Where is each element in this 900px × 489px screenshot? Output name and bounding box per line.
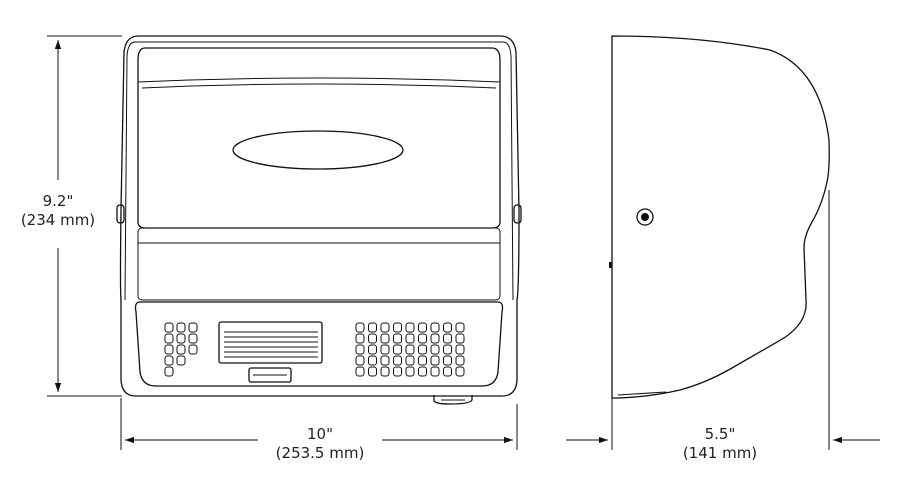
front-view	[116, 35, 522, 405]
width-imperial: 10"	[307, 425, 333, 443]
width-dimension-label: 10" (253.5 mm)	[262, 425, 378, 463]
vent-slot	[455, 322, 465, 333]
vent-slot	[430, 355, 440, 366]
vent-slot	[380, 333, 390, 344]
vent-slot	[430, 333, 440, 344]
side-view	[609, 35, 830, 399]
vent-slot	[443, 344, 452, 355]
vent-slot	[455, 333, 465, 344]
vent-slot	[405, 322, 415, 333]
vent-slot	[368, 344, 377, 355]
vent-slot	[176, 344, 186, 355]
vent-slot	[355, 366, 365, 377]
vent-slot	[455, 344, 465, 355]
vent-slot	[430, 344, 440, 355]
vent-slot	[418, 355, 427, 366]
right-side-latch	[513, 204, 522, 224]
vent-slot	[380, 322, 390, 333]
height-dimension-line	[47, 35, 122, 397]
depth-imperial: 5.5"	[704, 425, 736, 443]
height-metric: (234 mm)	[20, 211, 96, 229]
vent-slot	[418, 322, 427, 333]
vent-slot	[455, 355, 465, 366]
vent-slot	[380, 366, 390, 377]
vent-slot	[188, 344, 198, 355]
front-middle-band	[137, 227, 501, 301]
depth-metric: (141 mm)	[682, 444, 758, 462]
left-vent-grid	[164, 322, 198, 377]
vent-slot	[405, 366, 415, 377]
vent-slot	[164, 333, 174, 344]
vent-slot	[176, 322, 186, 333]
vent-slot	[176, 355, 186, 366]
vent-slot	[164, 322, 174, 333]
mounting-screw	[636, 208, 654, 226]
vent-slot	[393, 322, 402, 333]
screw-center	[641, 213, 649, 221]
vent-slot	[368, 333, 377, 344]
vent-slot	[405, 344, 415, 355]
vent-slot	[164, 355, 174, 366]
vent-slot	[355, 355, 365, 366]
vent-slot	[188, 322, 198, 333]
height-dimension-label: 9.2" (234 mm)	[8, 192, 108, 230]
vent-slot	[393, 366, 402, 377]
side-housing-outline	[611, 35, 830, 399]
vent-slot	[443, 366, 452, 377]
logo-badge	[232, 130, 404, 170]
vent-slot	[164, 366, 174, 377]
vent-slot	[188, 333, 198, 344]
depth-dimension-line	[566, 190, 880, 450]
front-housing-outline	[119, 35, 520, 397]
width-metric: (253.5 mm)	[275, 444, 365, 462]
vent-slot	[355, 344, 365, 355]
front-top-cover	[137, 47, 501, 229]
vent-slot	[443, 333, 452, 344]
vent-slot	[164, 344, 174, 355]
air-outlet-grille	[218, 321, 323, 364]
right-vent-grid	[355, 322, 465, 377]
vent-slot	[176, 333, 186, 344]
vent-slot	[405, 355, 415, 366]
vent-slot	[380, 355, 390, 366]
vent-slot	[355, 322, 365, 333]
bottom-foot	[433, 395, 473, 405]
vent-slot	[368, 366, 377, 377]
vent-slot	[443, 355, 452, 366]
vent-slot	[355, 333, 365, 344]
vent-slot	[393, 333, 402, 344]
vent-slot	[418, 333, 427, 344]
vent-slot	[455, 366, 465, 377]
vent-slot	[380, 344, 390, 355]
vent-slot	[443, 322, 452, 333]
vent-slot	[418, 366, 427, 377]
left-side-latch	[116, 204, 125, 224]
vent-slot	[430, 322, 440, 333]
sensor-window	[248, 367, 292, 383]
vent-slot	[418, 344, 427, 355]
vent-slot	[393, 355, 402, 366]
vent-slot	[368, 322, 377, 333]
vent-slot	[405, 333, 415, 344]
height-imperial: 9.2"	[42, 192, 74, 210]
front-intake-panel	[134, 301, 504, 387]
vent-slot	[368, 355, 377, 366]
wall-mark	[609, 262, 612, 268]
vent-slot	[430, 366, 440, 377]
depth-dimension-label: 5.5" (141 mm)	[672, 425, 768, 463]
vent-slot	[393, 344, 402, 355]
width-dimension-line	[120, 398, 518, 450]
